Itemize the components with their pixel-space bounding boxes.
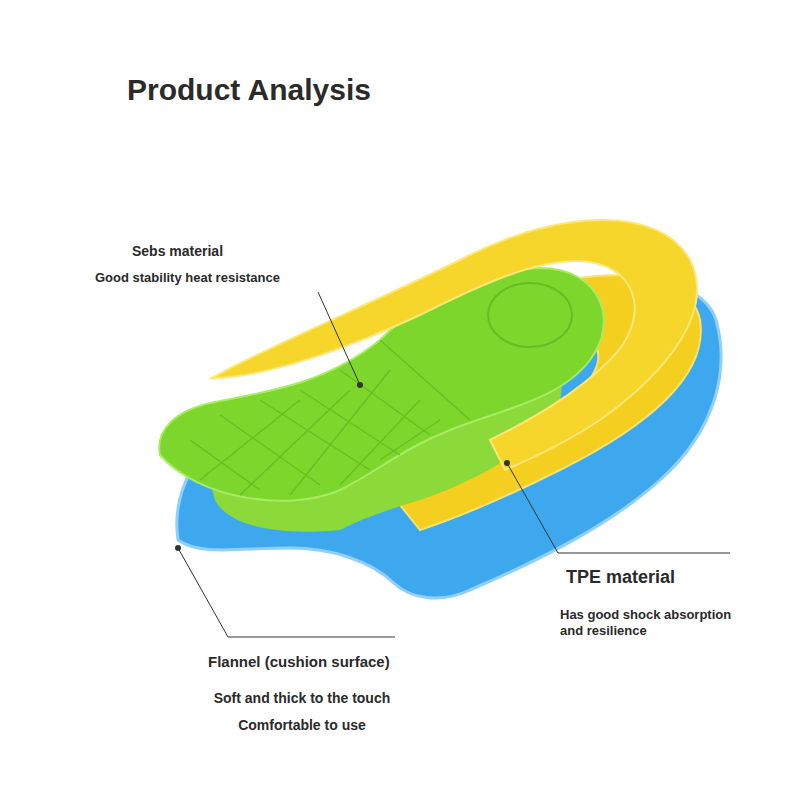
leader-dot bbox=[504, 460, 510, 466]
part-name: Flannel (cushion surface) bbox=[208, 653, 390, 671]
title: Product Analysis bbox=[127, 72, 371, 108]
part-name: Sebs material bbox=[132, 243, 223, 260]
leader-line bbox=[507, 463, 730, 553]
leader-lines bbox=[178, 292, 730, 637]
part-note: Soft and thick to the touch bbox=[214, 690, 391, 707]
leader-dot bbox=[175, 545, 181, 551]
yellow-heel-cup bbox=[212, 220, 697, 470]
leader-line bbox=[178, 548, 395, 637]
leader-dot bbox=[357, 382, 363, 388]
part-note: Comfortable to use bbox=[238, 717, 366, 734]
leader-line bbox=[318, 292, 360, 385]
heel-circle bbox=[488, 283, 572, 347]
part-note: Has good shock absorption and resilience bbox=[560, 607, 750, 638]
part-name: TPE material bbox=[566, 567, 675, 589]
leader-dots bbox=[175, 382, 510, 551]
diamond-texture bbox=[190, 340, 470, 495]
part-note: Good stability heat resistance bbox=[95, 270, 280, 286]
